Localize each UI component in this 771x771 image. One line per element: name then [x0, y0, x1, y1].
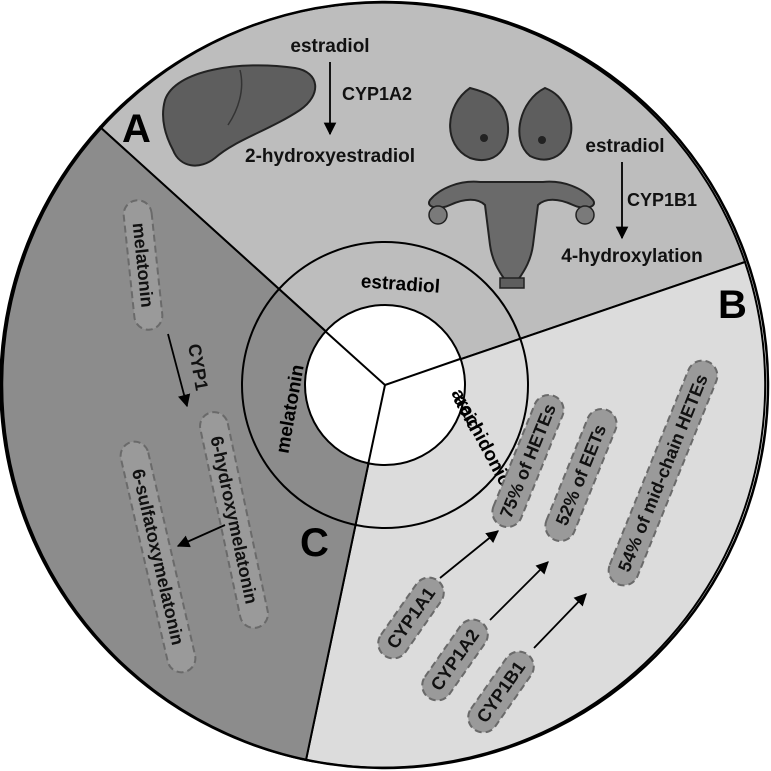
- arrow-cyp1a2: [489, 561, 549, 621]
- melatonin-pill: melatonin: [122, 199, 164, 331]
- inner-ring: [241, 241, 529, 529]
- arrow-cyp1b1: [533, 593, 587, 649]
- center-divider-a: [324, 330, 386, 386]
- breast-enzyme: CYP1B1: [627, 190, 697, 210]
- uterus-icon: [428, 180, 595, 289]
- sulfation-arrow: [176, 524, 226, 548]
- center-divider-b: [384, 358, 461, 386]
- breast-substrate: estradiol: [585, 136, 664, 157]
- breasts-icon: [449, 86, 573, 161]
- liver-substrate: estradiol: [290, 36, 369, 57]
- liver-icon: [162, 64, 317, 167]
- section-letter-b: B: [718, 283, 747, 327]
- melatonin-arrow: [167, 333, 191, 408]
- arrow-cyp1a1: [439, 530, 499, 579]
- breast-product: 4-hydroxylation: [561, 246, 702, 267]
- section-letter-c: C: [300, 521, 329, 565]
- liver-product: 2-hydroxyestradiol: [245, 146, 415, 167]
- liver-enzyme: CYP1A2: [342, 84, 412, 104]
- section-letter-a: A: [122, 107, 151, 151]
- center-divider-c: [367, 384, 386, 466]
